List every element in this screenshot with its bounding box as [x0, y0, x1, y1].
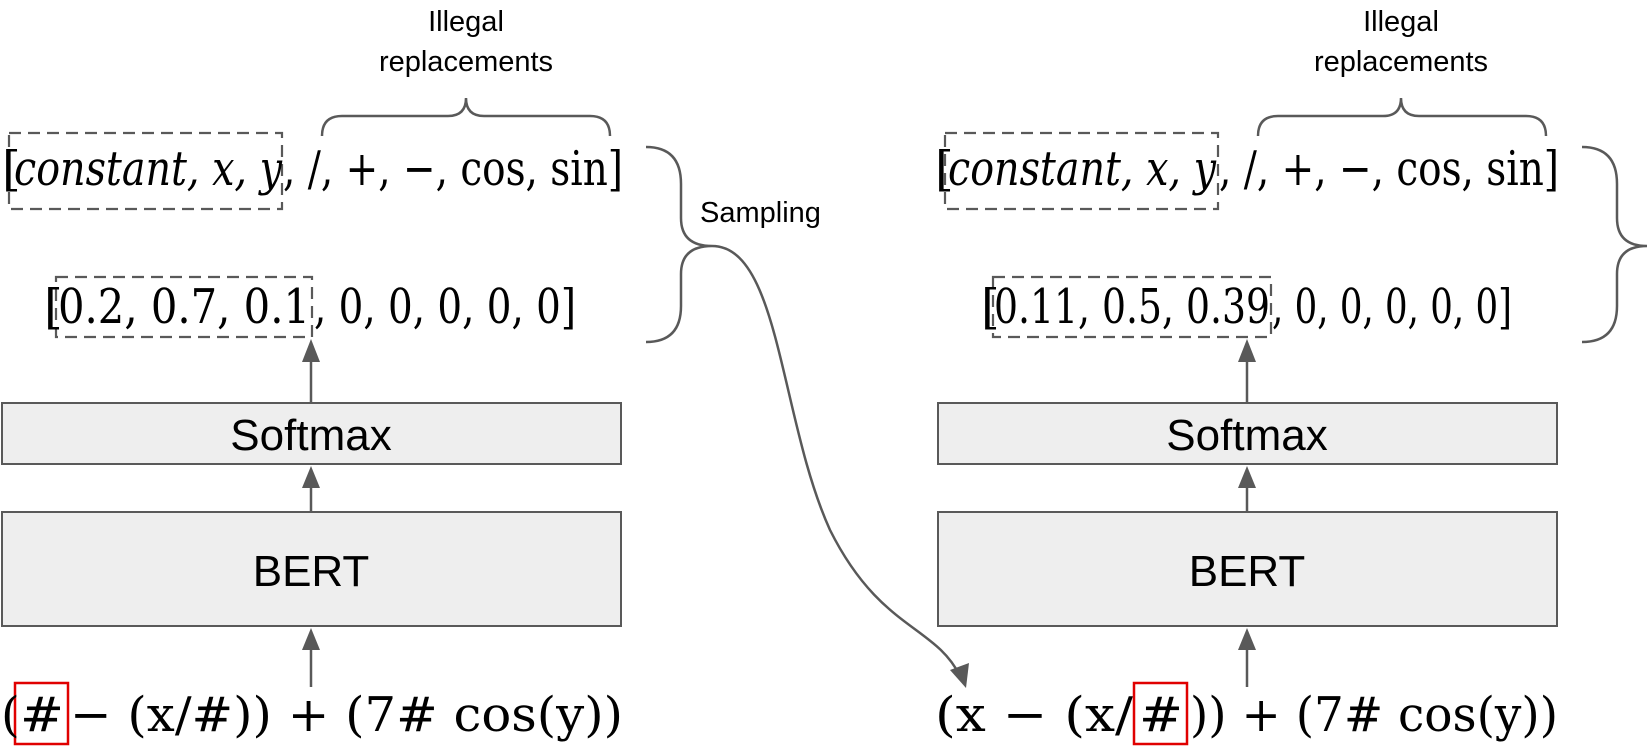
- sampling-brace: [645, 145, 713, 344]
- sampling-arrow: [711, 244, 962, 677]
- right-masked-token-highlight: [1132, 681, 1189, 746]
- left-allowed-probs-box: [54, 275, 314, 339]
- left-arrowhead-bert: [302, 628, 320, 650]
- right-illegal-brace: [1256, 97, 1548, 137]
- left-allowed-probs: 0.2, 0.7, 0.1: [58, 279, 310, 335]
- left-probs-open-bracket: [: [44, 279, 63, 335]
- left-softmax-label: Softmax: [230, 411, 391, 460]
- right-illegal-tokens: , /, +, −, cos, sin]: [1219, 141, 1559, 197]
- left-illegal-label-line2: replacements: [379, 46, 553, 78]
- left-allowed-tokens: constant, x, y: [14, 141, 283, 197]
- left-masked-token-highlight: [13, 681, 70, 746]
- right-expr-rest: )) + (7# cos(y)): [1190, 687, 1558, 743]
- right-edge-brace: [1581, 145, 1647, 344]
- right-softmax-label: Softmax: [1166, 411, 1327, 460]
- right-softmax-box: [937, 402, 1558, 465]
- right-allowed-probs: 0.11, 0.5, 0.39: [994, 279, 1270, 335]
- right-arrowhead-bert: [1238, 628, 1256, 650]
- left-illegal-tokens: , /, +, −, cos, sin]: [283, 141, 623, 197]
- right-expr-masked-token: #: [1139, 687, 1183, 743]
- right-bert-box: [937, 511, 1558, 627]
- left-rest-probs: , 0, 0, 0, 0, 0]: [314, 279, 576, 335]
- right-bert-label: BERT: [1189, 547, 1306, 596]
- right-allowed-tokens-box: [943, 131, 1220, 211]
- left-bert-label: BERT: [253, 547, 370, 596]
- right-expr-prefix: (x − (x/: [935, 687, 1134, 743]
- right-allowed-probs-box: [991, 275, 1273, 339]
- left-softmax-box: [1, 402, 622, 465]
- left-allowed-tokens-box: [7, 131, 284, 211]
- sampling-label: Sampling: [700, 197, 821, 229]
- right-tokens-open-bracket: [: [935, 141, 954, 197]
- right-illegal-label-line1: Illegal: [1363, 6, 1439, 38]
- sampling-link: Sampling: [645, 145, 969, 688]
- right-arrowhead-probs: [1238, 339, 1256, 362]
- left-illegal-brace: [320, 97, 612, 137]
- left-arrowhead-probs: [302, 339, 320, 362]
- right-arrowhead-softmax: [1238, 466, 1256, 488]
- left-expr-open-paren: (: [1, 687, 20, 743]
- right-illegal-label-line2: replacements: [1314, 46, 1488, 78]
- right-rest-probs: , 0, 0, 0, 0, 0]: [1272, 279, 1512, 335]
- left-arrowhead-softmax: [302, 466, 320, 488]
- sampling-arrowhead: [950, 663, 969, 688]
- left-panel: Illegal replacements [ constant, x, y , …: [1, 6, 623, 746]
- left-illegal-label-line1: Illegal: [428, 6, 504, 38]
- right-panel: Illegal replacements [ constant, x, y , …: [935, 6, 1647, 746]
- left-tokens-open-bracket: [: [2, 141, 21, 197]
- right-probs-open-bracket: [: [981, 279, 1000, 335]
- left-bert-box: [1, 511, 622, 627]
- left-expr-rest: − (x/#)) + (7# cos(y)): [70, 687, 623, 743]
- left-expr-masked-token: #: [20, 687, 64, 743]
- right-allowed-tokens: constant, x, y: [948, 141, 1217, 197]
